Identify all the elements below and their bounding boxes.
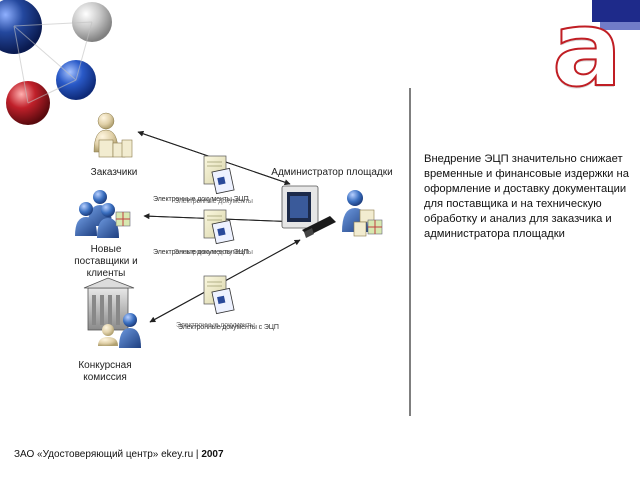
footer-company: ЗАО «Удостоверяющий центр» ekey.ru | xyxy=(14,449,199,460)
commission-icon xyxy=(83,277,141,348)
doc-label-2a: Электронные документы ЭЦП xyxy=(153,249,249,256)
doc-label-1a: Электронные документы ЭЦП xyxy=(153,196,249,203)
label-customers: Заказчики xyxy=(90,167,138,178)
label-admin: Администратор площадки xyxy=(271,167,393,178)
logo-letter: а xyxy=(551,0,623,110)
new-suppliers-icon xyxy=(75,190,131,238)
sphere-blue-dark-icon xyxy=(0,0,42,54)
logo-corner-block xyxy=(592,0,640,22)
label-commission: Конкурсная комиссия xyxy=(78,360,132,383)
customers-icon xyxy=(93,112,133,158)
footer: ЗАО «Удостоверяющий центр» ekey.ru | 200… xyxy=(14,449,224,460)
doc-label-3b: Электронные документы xyxy=(176,322,255,329)
logo-spheres xyxy=(0,0,112,125)
document-icon-3 xyxy=(203,275,235,315)
description-text: Внедрение ЭЦП значительно снижает времен… xyxy=(424,153,629,240)
label-new-suppliers: Новые поставщики и клиенты xyxy=(74,244,138,279)
document-icon-2 xyxy=(203,209,235,245)
doc-label-1b: Электронные документы xyxy=(174,198,253,205)
footer-year: 2007 xyxy=(201,449,224,460)
doc-label-2b: Электронные документы xyxy=(174,249,253,256)
doc-label-3a: Электронные документы с ЭЦП xyxy=(178,324,279,331)
document-icon-1 xyxy=(203,155,235,195)
admin-icon xyxy=(281,185,383,238)
